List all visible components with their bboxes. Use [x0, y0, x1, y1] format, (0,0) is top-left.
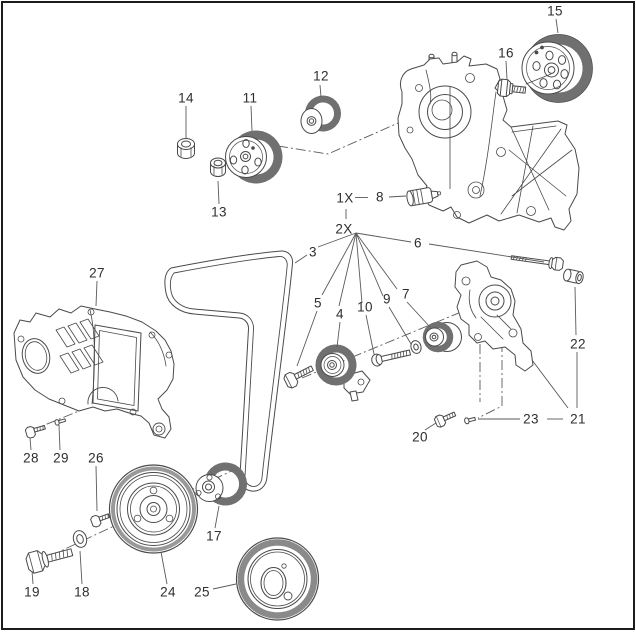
- pulley-bolt: [90, 513, 111, 528]
- camshaft-gear: [225, 130, 283, 184]
- crankshaft-bolt: [25, 548, 74, 574]
- bolt16-leader: [525, 73, 552, 85]
- cover-bolt: [24, 425, 46, 439]
- stud-bolt: [371, 349, 411, 367]
- timing-belt: [164, 250, 294, 492]
- drive-gear: [300, 95, 341, 134]
- camshaft-axis-line: [277, 115, 415, 155]
- flange-nut-upper: [177, 138, 195, 159]
- sprocket-bolt: [496, 78, 527, 98]
- belt-tensioner: [315, 344, 371, 402]
- bracket-bolt: [433, 411, 457, 428]
- flange-nut-lower: [210, 157, 226, 177]
- tensioner-bracket: [454, 260, 534, 372]
- timing-cover: [13, 305, 175, 439]
- camshaft-sprocket: [521, 34, 593, 103]
- crankshaft-washer: [72, 530, 88, 548]
- bracket-axis-line-2: [477, 342, 503, 419]
- cover-screw: [54, 418, 67, 426]
- tensioner-bolt: [283, 365, 314, 389]
- auxiliary-pulley: [235, 537, 320, 621]
- quantity-fan-lines: [317, 232, 412, 307]
- bushing: [563, 268, 584, 285]
- block-plug: [406, 187, 442, 207]
- engine-block: [397, 51, 580, 231]
- washer-small: [410, 340, 422, 354]
- bracket-screw: [464, 416, 476, 425]
- leader-lines: [29, 18, 578, 590]
- crankshaft-pulley: [108, 464, 199, 554]
- crankshaft-gear: [195, 462, 247, 506]
- idler-pulley: [422, 321, 462, 353]
